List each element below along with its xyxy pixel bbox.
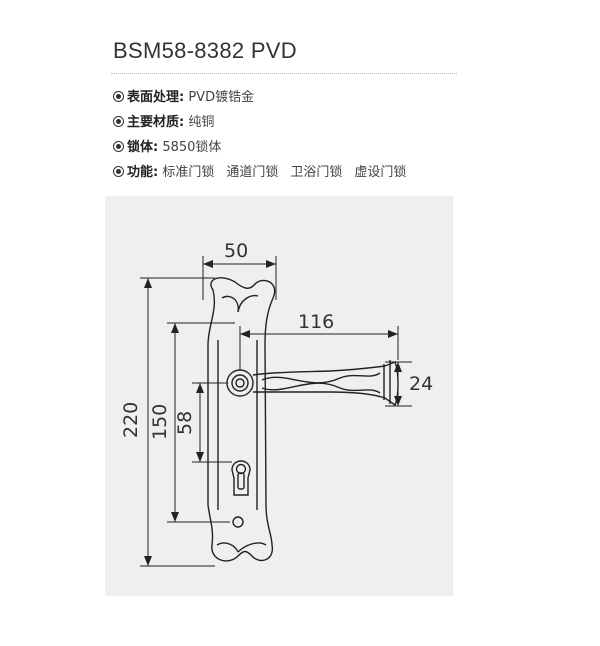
function-option: 卫浴门锁 bbox=[290, 165, 343, 180]
screw-hole bbox=[232, 516, 244, 528]
finish-icon bbox=[113, 91, 124, 102]
product-title: BSM58-8382 PVD bbox=[113, 38, 297, 63]
spec-finish: 表面处理: PVD镀锆金 bbox=[113, 86, 254, 105]
dim-center-distance-label: 58 bbox=[174, 411, 196, 435]
function-option: 通道门锁 bbox=[226, 165, 279, 180]
dim-lever-height-label: 24 bbox=[409, 373, 433, 395]
function-icon bbox=[113, 166, 124, 177]
dim-lever-length-label: 116 bbox=[298, 311, 334, 333]
spec-function: 功能: 标准门锁通道门锁卫浴门锁虚设门锁 bbox=[113, 161, 406, 180]
dim-plate-height-label: 220 bbox=[120, 402, 142, 438]
spec-material: 主要材质: 纯铜 bbox=[113, 111, 214, 130]
lever-rose bbox=[226, 369, 254, 397]
keyhole bbox=[231, 460, 251, 496]
function-option: 标准门锁 bbox=[162, 165, 215, 180]
material-icon bbox=[113, 116, 124, 127]
spec-lockbody: 锁体: 5850锁体 bbox=[113, 136, 221, 155]
lockbody-icon bbox=[113, 141, 124, 152]
function-option: 虚设门锁 bbox=[354, 165, 407, 180]
title-divider bbox=[111, 73, 457, 74]
dim-width-label: 50 bbox=[224, 240, 248, 262]
back-plate bbox=[207, 277, 276, 562]
dim-screw-spacing-label: 150 bbox=[149, 404, 171, 440]
